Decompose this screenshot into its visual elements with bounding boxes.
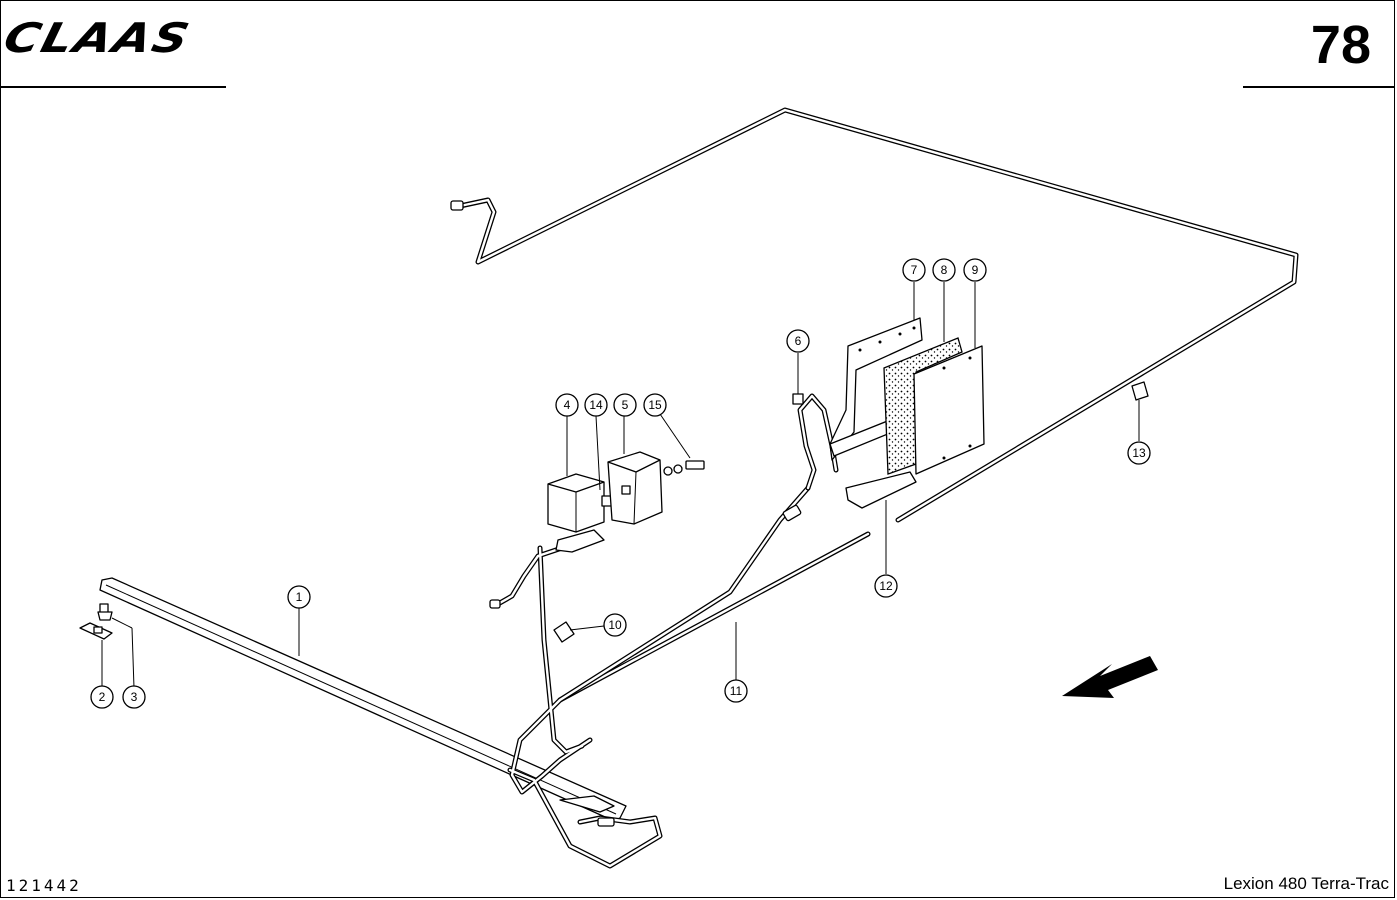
callout-2: 2	[90, 685, 114, 709]
svg-text:2: 2	[99, 690, 106, 704]
rod-part-11	[557, 531, 871, 703]
pad-part-8	[883, 337, 963, 475]
header-rule-left	[0, 86, 226, 88]
front-plate-part-9	[913, 345, 985, 475]
svg-text:12: 12	[879, 579, 893, 593]
screw-part-3	[97, 603, 113, 621]
callout-10: 10	[603, 613, 627, 637]
callout-11: 11	[724, 679, 748, 703]
svg-text:10: 10	[608, 618, 622, 632]
image-number: 121442	[6, 876, 82, 895]
model-name: Lexion 480 Terra-Trac	[1223, 874, 1389, 893]
svg-text:4: 4	[564, 398, 571, 412]
lower-harness	[489, 393, 839, 869]
callout-13: 13	[1127, 441, 1151, 465]
screw-part-15	[663, 460, 705, 476]
svg-text:15: 15	[648, 398, 662, 412]
callout-3: 3	[122, 685, 146, 709]
callout-leaders	[101, 282, 1140, 689]
svg-text:13: 13	[1132, 446, 1146, 460]
callout-4: 4	[555, 393, 579, 417]
callout-12: 12	[874, 574, 898, 598]
header-rule-right	[1243, 86, 1395, 88]
callout-15: 15	[643, 393, 667, 417]
svg-text:7: 7	[911, 263, 918, 277]
top-cable	[450, 107, 1299, 523]
callout-8: 8	[932, 258, 956, 282]
callout-5: 5	[613, 393, 637, 417]
callout-9: 9	[963, 258, 987, 282]
callout-6: 6	[786, 329, 810, 353]
svg-text:14: 14	[589, 398, 603, 412]
callout-14: 14	[584, 393, 608, 417]
svg-text:6: 6	[795, 334, 802, 348]
svg-text:1: 1	[296, 590, 303, 604]
base-plate-part-12	[845, 471, 917, 509]
clip-part-2	[79, 622, 113, 640]
nut-part-6	[792, 393, 804, 405]
svg-text:5: 5	[622, 398, 629, 412]
callout-7: 7	[902, 258, 926, 282]
direction-arrow	[1062, 656, 1158, 698]
svg-text:9: 9	[972, 263, 979, 277]
bracket-part-5	[607, 451, 663, 525]
cover-strip-part-1	[99, 577, 627, 822]
clamp-part-10	[553, 621, 575, 643]
page-number: 78	[1310, 15, 1371, 75]
relay-part-4	[547, 473, 605, 553]
clip-part-13	[1131, 381, 1149, 401]
svg-text:8: 8	[941, 263, 948, 277]
svg-text:11: 11	[730, 684, 743, 698]
svg-text:3: 3	[131, 690, 138, 704]
callout-1: 1	[287, 585, 311, 609]
